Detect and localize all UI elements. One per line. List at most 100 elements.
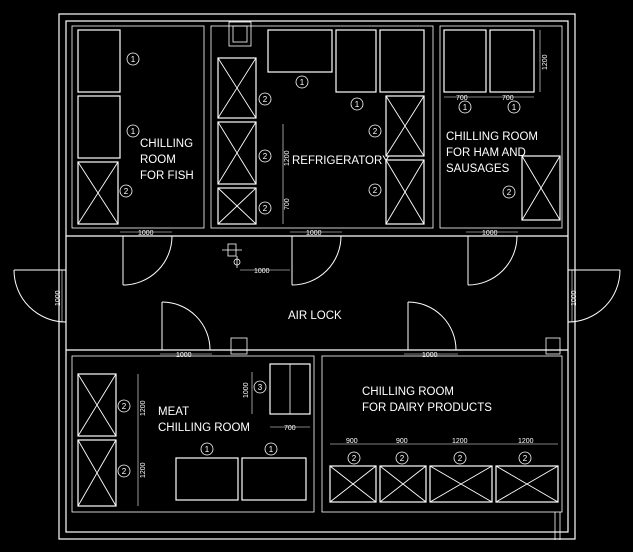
outer-walls	[58, 13, 576, 540]
svg-text:2: 2	[458, 454, 463, 463]
dim-unit3-700: 700	[284, 425, 296, 432]
marker-meat-1a: 1	[200, 442, 214, 456]
svg-text:2: 2	[352, 454, 357, 463]
svg-text:1: 1	[300, 78, 305, 87]
svg-text:1: 1	[355, 100, 360, 109]
label-ham-2: FOR HAM AND	[446, 147, 526, 159]
label-fish-2: ROOM	[140, 154, 176, 166]
label-refrigeratory: REFRIGERATORY	[292, 155, 390, 167]
marker-meat-2b: 2	[117, 464, 131, 478]
svg-text:2: 2	[400, 454, 405, 463]
rack-ref-e	[385, 159, 425, 225]
interior-walls	[66, 21, 568, 540]
svg-text:1: 1	[131, 55, 136, 64]
marker-dairy-2c: 2	[453, 451, 467, 465]
label-fish-1: CHILLING	[140, 138, 193, 150]
svg-text:2: 2	[122, 402, 127, 411]
svg-text:1: 1	[205, 445, 210, 454]
dim-ham-700a: 700	[456, 95, 468, 102]
label-dairy-2: FOR DAIRY PRODUCTS	[362, 402, 492, 414]
doors	[13, 235, 621, 351]
hatched-racks	[77, 29, 535, 501]
rack-fish-2	[77, 161, 119, 225]
dim-right-door: 1000	[571, 290, 578, 306]
marker-dairy-2d: 2	[518, 451, 532, 465]
room-labels: CHILLING ROOM FOR FISH REFRIGERATORY CHI…	[140, 131, 538, 434]
svg-text:2: 2	[263, 152, 268, 161]
dim-meat-1200a: 1200	[140, 400, 147, 416]
dim-left-door: 1000	[55, 290, 62, 306]
dim-drain: 1000	[254, 268, 270, 275]
svg-text:2: 2	[507, 188, 512, 197]
svg-text:2: 2	[263, 95, 268, 104]
marker-ham-1a: 1	[458, 100, 472, 114]
dim-ref-1200: 1200	[284, 150, 291, 166]
svg-text:2: 2	[124, 187, 129, 196]
rack-dairy-b	[379, 465, 427, 503]
label-ham-3: SAUSAGES	[446, 163, 510, 175]
marker-ref-2c: 2	[258, 201, 272, 215]
marker-ref-1b: 1	[350, 97, 364, 111]
dim-dairy-900b: 900	[396, 438, 408, 445]
svg-text:2: 2	[523, 454, 528, 463]
dim-meat-1200b: 1200	[140, 462, 147, 478]
svg-text:1: 1	[463, 103, 468, 112]
svg-text:2: 2	[373, 186, 378, 195]
dim-meat-door: 1000	[176, 352, 192, 359]
marker-ref-2a: 2	[258, 92, 272, 106]
rack-markers: 1 1 2 1 1 2 2 2 2 2 1 1 2 2 2 3 1 1 2 2 …	[117, 52, 532, 478]
marker-ref-2e: 2	[368, 183, 382, 197]
dim-dairy-1200a: 1200	[452, 438, 468, 445]
dim-dairy-1200b: 1200	[518, 438, 534, 445]
label-meat-2: CHILLING ROOM	[158, 422, 250, 434]
svg-text:1: 1	[269, 445, 274, 454]
dim-ref-700: 700	[284, 198, 291, 210]
svg-text:2: 2	[122, 467, 127, 476]
marker-ref-1a: 1	[295, 75, 309, 89]
rack-ham-2	[521, 155, 561, 221]
label-dairy-1: CHILLING ROOM	[362, 386, 454, 398]
label-meat-1: MEAT	[158, 406, 189, 418]
svg-text:2: 2	[263, 204, 268, 213]
rack-ref-b	[217, 121, 257, 185]
dimension-lines	[61, 30, 573, 506]
marker-ref-2d: 2	[368, 124, 382, 138]
marker-meat-2a: 2	[117, 399, 131, 413]
rack-dairy-a	[329, 465, 377, 503]
rack-meat-b	[77, 439, 117, 507]
rack-dairy-c	[429, 465, 493, 503]
label-fish-3: FOR FISH	[140, 170, 194, 182]
crossed-racks	[77, 57, 561, 507]
svg-text:1: 1	[512, 103, 517, 112]
dim-fish-door: 1000	[138, 230, 154, 237]
rack-ref-c	[217, 187, 257, 225]
dim-ham-door: 1000	[482, 230, 498, 237]
dim-ref-door: 1000	[306, 230, 322, 237]
label-airlock: AIR LOCK	[288, 310, 342, 322]
dim-ham-700b: 700	[502, 95, 514, 102]
label-ham-1: CHILLING ROOM	[446, 131, 538, 143]
unit-3	[269, 363, 311, 415]
rack-meat-a	[77, 373, 117, 437]
marker-meat-3: 3	[253, 380, 267, 394]
marker-fish-1a: 1	[126, 52, 140, 66]
svg-text:2: 2	[373, 127, 378, 136]
marker-fish-1b: 1	[126, 124, 140, 138]
dimension-labels: 1000 1000 1000 1000 1000 1000 1000 1000 …	[55, 54, 578, 478]
rack-ref-d	[385, 95, 425, 157]
svg-text:1: 1	[131, 127, 136, 136]
rack-ref-a	[217, 57, 257, 119]
drain-fixture	[222, 243, 242, 268]
rack-dairy-d	[495, 465, 559, 503]
marker-meat-1b: 1	[264, 442, 278, 456]
dim-dairy-900a: 900	[346, 438, 358, 445]
svg-text:3: 3	[258, 383, 263, 392]
marker-ref-2b: 2	[258, 149, 272, 163]
marker-ham-2: 2	[502, 185, 516, 199]
marker-fish-2: 2	[119, 184, 133, 198]
marker-ham-1b: 1	[507, 100, 521, 114]
dim-unit3-1000: 1000	[243, 382, 250, 398]
dim-ham-1200: 1200	[542, 54, 549, 70]
dim-dairy-door: 1000	[422, 352, 438, 359]
